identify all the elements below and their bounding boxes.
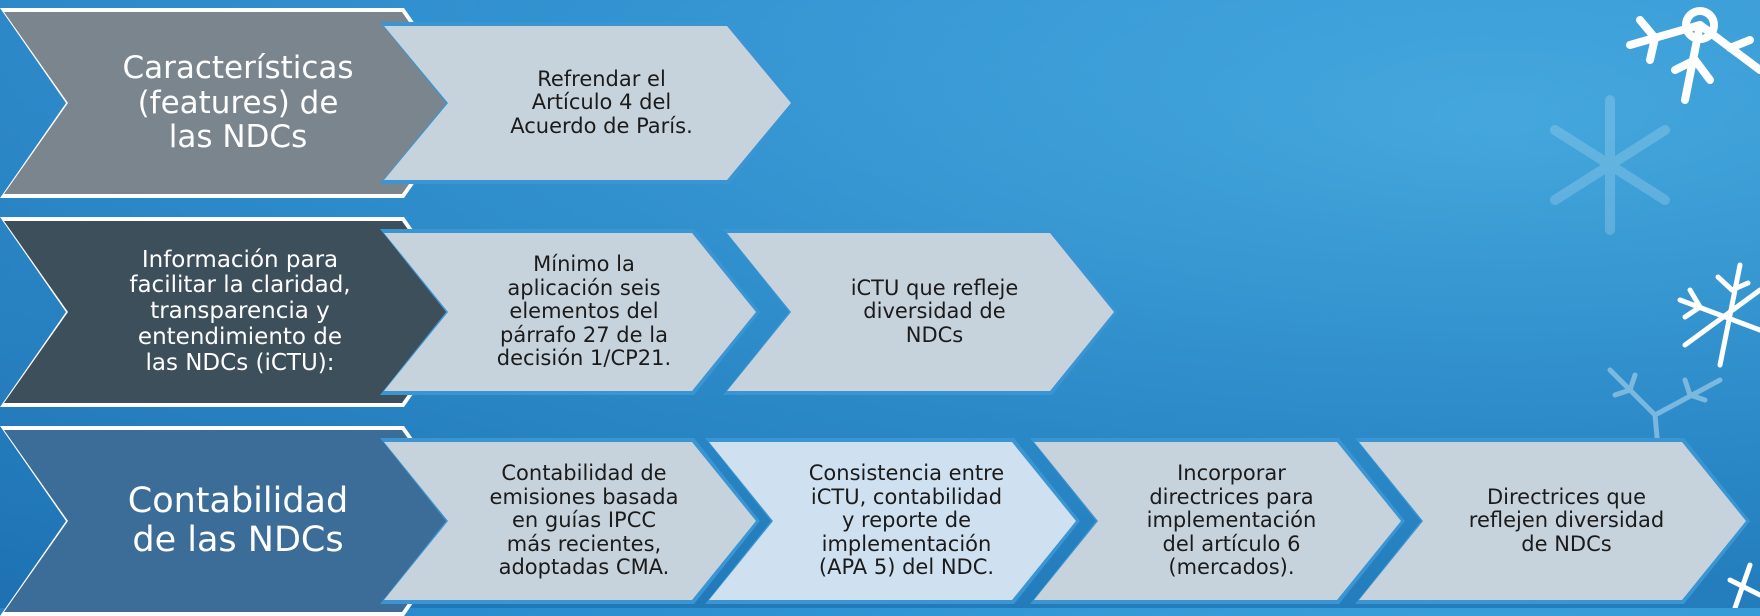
- row3-item1: Contabilidad de emisiones basada en guía…: [489, 461, 679, 580]
- row1-item1: Refrendar el Artículo 4 del Acuerdo de P…: [510, 66, 693, 138]
- row3-heading-chevron: Contabilidad de las NDCs: [0, 426, 470, 616]
- row2-heading-chevron: Información para facilitar la claridad, …: [0, 217, 470, 407]
- row2-heading: Información para facilitar la claridad, …: [129, 246, 351, 376]
- row2-item2: iCTU que refleje diversidad de NDCs: [850, 275, 1019, 347]
- row3-item2: Consistencia entre iCTU, contabilidad y …: [808, 461, 1005, 580]
- snowflake-icon: [1626, 7, 1760, 104]
- row1-heading-chevron: Características (features) de las NDCs: [0, 8, 470, 198]
- row3-item1-chevron: Contabilidad de emisiones basada en guía…: [380, 438, 760, 604]
- row2-item1: Mínimo la aplicación seis elementos del …: [496, 252, 672, 371]
- snowflake-icon: [1727, 562, 1760, 608]
- row3-item4: Directrices que reflejen diversidad de N…: [1468, 484, 1665, 556]
- row2-item2-chevron: iCTU que refleje diversidad de NDCs: [723, 229, 1118, 395]
- row3-heading: Contabilidad de las NDCs: [127, 480, 349, 560]
- row1-item1-chevron: Refrendar el Artículo 4 del Acuerdo de P…: [380, 22, 795, 184]
- snowflake-icon: [1677, 262, 1760, 368]
- snowflake-icon: [1550, 95, 1670, 235]
- row1-heading: Características (features) de las NDCs: [122, 49, 354, 156]
- row3-item3: Incorporar directrices para implementaci…: [1146, 461, 1317, 580]
